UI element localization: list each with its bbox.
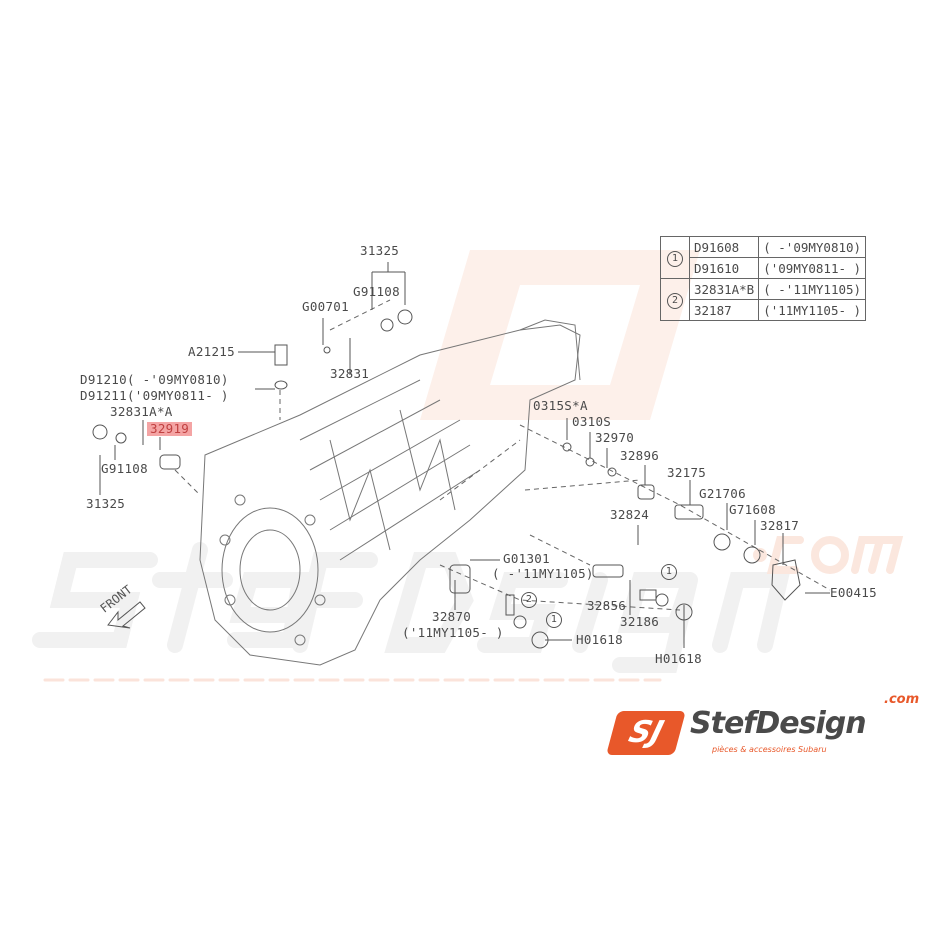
watermark-brand-shape (32, 542, 791, 673)
logo-badge: SJ (606, 711, 686, 755)
part-label-31325-bottom: 31325 (86, 496, 126, 511)
ref-marker-1: 1 (661, 564, 677, 580)
part-number: 32187 (688, 299, 760, 321)
transmission-case (199, 319, 581, 666)
ref-number: 1 (667, 250, 683, 267)
part-label-d91211: D91211('09MY0811- ) (80, 388, 229, 403)
part-label-g01301-note: ( -'11MY1105) (492, 566, 594, 581)
part-label-32831a-a: 32831A*A (110, 404, 173, 419)
part-label-0315s-a: 0315S*A (533, 398, 588, 413)
ref-marker-2: 2 (521, 592, 537, 608)
small-parts (92, 309, 801, 649)
part-label-a21215: A21215 (188, 344, 235, 359)
part-label-0310s: 0310S (572, 414, 612, 429)
watermark-domain-shape (753, 536, 904, 574)
part-label-32831: 32831 (330, 366, 370, 381)
table-row: 2 32831A*B ( -'11MY1105) (660, 278, 867, 321)
part-label-31325-top: 31325 (360, 243, 400, 258)
logo-domain: .com (884, 692, 920, 707)
part-note: ('09MY0811- ) (758, 257, 867, 279)
table-row: D91610 ('09MY0811- ) (661, 257, 867, 279)
part-label-e00415: E00415 (830, 585, 877, 600)
part-label-g00701: G00701 (302, 299, 349, 314)
part-number: D91610 (688, 257, 760, 279)
part-label-32186: 32186 (620, 614, 660, 629)
reference-table: 1 D91608 ( -'09MY0810) D91610 ('09MY0811… (660, 236, 867, 321)
part-label-32856: 32856 (587, 598, 627, 613)
part-label-32870-note: ('11MY1105- ) (402, 625, 504, 640)
part-note: ( -'11MY1105) (758, 278, 867, 300)
logo-tagline: pièces & accessoires Subaru (712, 745, 827, 754)
leader-lines (99, 262, 830, 648)
table-row: 32187 ('11MY1105- ) (661, 299, 867, 321)
part-number: D91608 (688, 236, 760, 258)
dashed-assembly-lines (174, 299, 831, 611)
ref-number: 2 (667, 292, 683, 309)
front-arrow-icon (107, 601, 146, 629)
part-label-32817: 32817 (760, 518, 800, 533)
part-label-g71608: G71608 (729, 502, 776, 517)
part-label-h01618-b: H01618 (655, 651, 702, 666)
part-label-g91108-top: G91108 (353, 284, 400, 299)
part-label-g21706: G21706 (699, 486, 746, 501)
part-label-h01618-a: H01618 (576, 632, 623, 647)
part-note: ( -'09MY0810) (758, 236, 867, 258)
part-label-32919-highlighted[interactable]: 32919 (147, 422, 193, 436)
part-label-32870: 32870 (432, 609, 472, 624)
part-label-32175: 32175 (667, 465, 707, 480)
part-label-32824: 32824 (610, 507, 650, 522)
part-note: ('11MY1105- ) (758, 299, 867, 321)
stefdesign-logo: SJ StefDesign .com pièces & accessoires … (606, 693, 922, 763)
logo-name: StefDesign (690, 706, 867, 741)
part-number: 32831A*B (688, 278, 760, 300)
ref-marker-1b: 1 (546, 612, 562, 628)
part-label-32970: 32970 (595, 430, 635, 445)
part-label-d91210: D91210( -'09MY0810) (80, 372, 229, 387)
part-label-g91108-left: G91108 (101, 461, 148, 476)
part-label-g01301: G01301 (503, 551, 550, 566)
part-label-32896: 32896 (620, 448, 660, 463)
table-row: 1 D91608 ( -'09MY0810) (660, 236, 867, 279)
